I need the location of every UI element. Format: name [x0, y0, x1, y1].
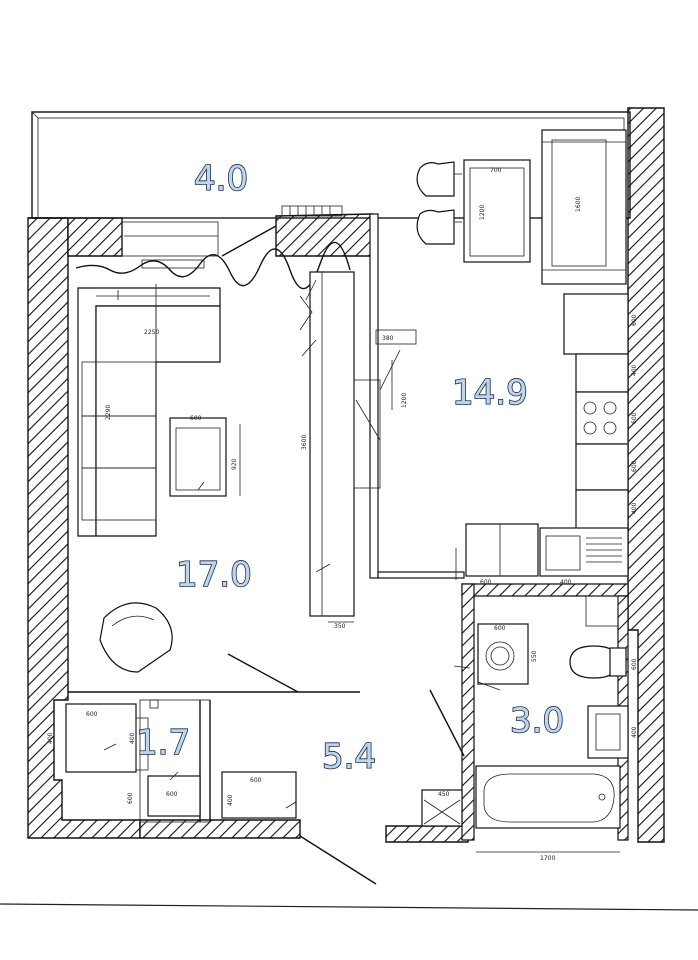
dining-table-side-dim: 1200: [479, 205, 486, 220]
area-label-storage: 1.7: [136, 723, 190, 763]
area-label-living-room: 17.0: [176, 555, 252, 595]
stove-burner-icon: [603, 401, 617, 415]
armchair: [99, 602, 173, 673]
kitchen-sofa-dim: 1600: [575, 197, 582, 212]
area-label-bathroom: 3.0: [510, 701, 564, 741]
wardrobe-bottom-dim: 350: [334, 623, 346, 630]
area-label-kitchen: 14.9: [452, 373, 528, 413]
storage-dim-3: 400: [129, 732, 136, 744]
stove-burner-icon: [603, 421, 617, 435]
basin-dim: 400: [631, 726, 638, 738]
dining-set: 700 1200: [416, 159, 531, 263]
counter-dim: 600: [480, 579, 492, 586]
bar-small-dim: 380: [382, 335, 394, 342]
hall-dim-1: 600: [250, 777, 262, 784]
corner-sofa: 2250 2290: [77, 284, 221, 537]
coffee-table-dim: 600: [190, 415, 202, 422]
bathroom-fixtures: 600 550 400 600 1700: [453, 595, 638, 862]
bathroom-door: [429, 689, 465, 757]
storage-dim-4: 600: [166, 791, 178, 798]
coffee-table-side-dim: 920: [231, 458, 238, 470]
living-door: [227, 653, 299, 693]
entrance-door: [299, 835, 377, 885]
washing-machine-icon: [477, 623, 529, 685]
area-label-balcony: 4.0: [194, 159, 248, 199]
curtain: [75, 241, 351, 290]
cab-dim-1: 600: [631, 314, 638, 326]
sink-dim: 400: [560, 579, 572, 586]
bathtub-icon: [475, 765, 621, 829]
balcony-door: [121, 205, 343, 257]
coffee-table: 600 920: [169, 415, 241, 497]
bar-counter: 380 1200: [353, 329, 417, 489]
bath-dim: 1700: [540, 855, 555, 862]
bath-side-dim: 600: [631, 658, 638, 670]
cab-dim-2: 400: [631, 364, 638, 376]
stove-burner-icon: [583, 421, 597, 435]
storage-dim-1: 600: [86, 711, 98, 718]
wm-dim: 600: [494, 625, 506, 632]
storage-dim-2: 400: [47, 732, 54, 744]
cab-dim-4: 600: [631, 460, 638, 472]
dining-table-dim: 700: [490, 167, 502, 174]
cab-dim-3: 600: [631, 412, 638, 424]
radiator: [141, 259, 205, 269]
area-label-hallway: 5.4: [322, 737, 376, 777]
sink-icon: [545, 535, 581, 571]
cab-dim-5: 400: [631, 502, 638, 514]
hallway-furniture: 600 400 450: [221, 771, 463, 827]
storage-furniture: 600 400 400 600 600: [47, 699, 201, 817]
storage-dim-5: 600: [127, 792, 134, 804]
bar-counter-dim: 1200: [401, 393, 408, 408]
kitchen-sink-counter: 400 600: [455, 523, 629, 586]
kitchen-counter: 600 400 600 600 400: [563, 293, 638, 531]
hall-dim-3: 450: [438, 791, 450, 798]
wm-side-dim: 550: [531, 650, 538, 662]
wardrobe-dim: 3600: [301, 435, 308, 450]
wardrobe: 3600 350: [299, 271, 355, 630]
basin-icon: [587, 705, 629, 759]
kitchen-sofa: 1600: [541, 129, 627, 285]
sofa-width-dim: 2250: [144, 329, 159, 336]
hall-dim-2: 400: [227, 794, 234, 806]
stove-burner-icon: [583, 401, 597, 415]
walls: [27, 107, 665, 843]
page-edge-line: [0, 903, 698, 911]
sofa-side-dim: 2290: [105, 405, 112, 420]
